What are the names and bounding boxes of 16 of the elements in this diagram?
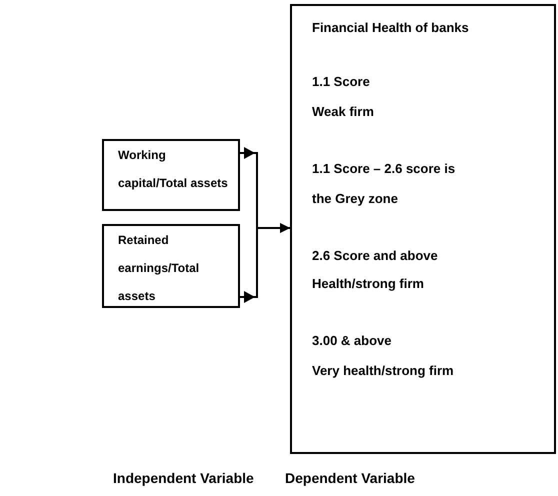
text-box (102, 224, 240, 308)
box-text: 2.6 Score and above (312, 248, 438, 263)
box-text: Retained earnings/Total assets (118, 232, 200, 305)
box-text: Weak firm (312, 104, 374, 119)
box-text: Working capital/Total assets (118, 147, 229, 192)
box-text: 1.1 Score (312, 74, 370, 89)
box-text: 3.00 & above (312, 333, 392, 348)
box-text: 1.1 Score – 2.6 score is (312, 161, 456, 176)
box-heading: Financial Health of banks (312, 20, 469, 35)
box-text: Very health/strong firm (312, 363, 454, 378)
box-text: the Grey zone (312, 191, 398, 206)
axis-caption: Independent Variable (113, 470, 254, 486)
axis-caption: Dependent Variable (285, 470, 415, 486)
box-text: Health/strong firm (312, 276, 424, 291)
text-box (102, 139, 240, 211)
text-box (290, 4, 556, 454)
